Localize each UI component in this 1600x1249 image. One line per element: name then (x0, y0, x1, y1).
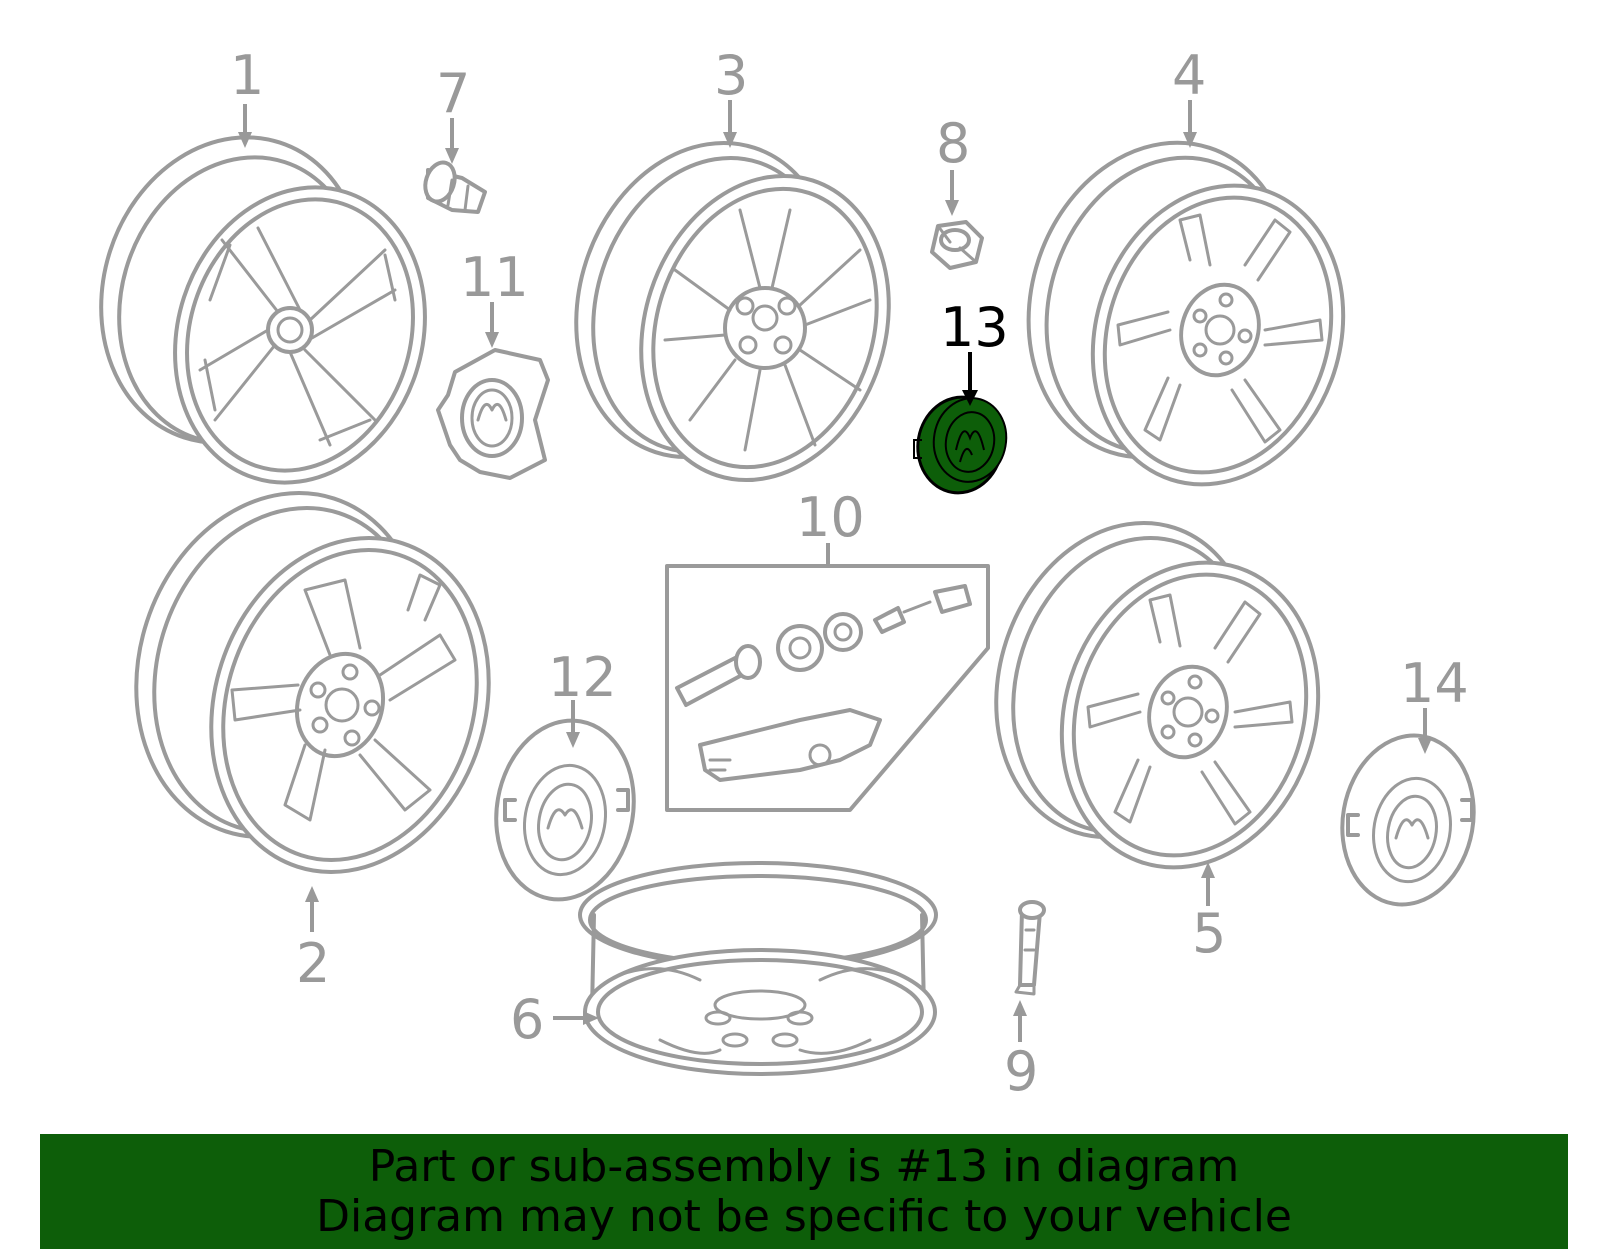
wheel-1[interactable] (62, 103, 462, 515)
callout-label-7: 7 (436, 62, 470, 125)
callout-label-12: 12 (548, 646, 617, 709)
callout-labels: 1 2 3 4 5 6 7 8 9 10 11 12 13 14 (230, 44, 1469, 1103)
callout-label-5: 5 (1192, 902, 1226, 965)
lug-nut-7[interactable] (421, 159, 487, 214)
callout-label-2: 2 (296, 932, 330, 995)
callout-label-9: 9 (1004, 1040, 1038, 1103)
notice-banner: Part or sub-assembly is #13 in diagram D… (40, 1134, 1568, 1249)
callout-label-8: 8 (936, 112, 970, 175)
banner-line-part: Part or sub-assembly is #13 in diagram (368, 1141, 1240, 1192)
valve-stem-9[interactable] (1014, 900, 1046, 996)
tpms-kit-10[interactable] (665, 564, 990, 812)
wheel-2[interactable] (93, 455, 531, 908)
center-cap-13-highlighted[interactable] (910, 390, 1012, 499)
center-cap-12[interactable] (482, 710, 647, 911)
callout-label-14: 14 (1400, 652, 1469, 715)
callout-label-11: 11 (460, 246, 529, 309)
callout-label-3: 3 (714, 44, 748, 107)
callout-label-4: 4 (1172, 44, 1206, 107)
callout-label-6: 6 (510, 988, 544, 1051)
banner-line-disclaimer: Diagram may not be specific to your vehi… (316, 1191, 1292, 1242)
nut-8[interactable] (930, 220, 984, 270)
center-cap-14[interactable] (1329, 725, 1487, 915)
wheel-3[interactable] (537, 109, 927, 512)
wheel-4[interactable] (989, 108, 1381, 517)
callout-label-1: 1 (230, 44, 264, 107)
callout-arrows (238, 100, 1432, 1042)
wheel-6-spare[interactable] (578, 861, 938, 1076)
callout-label-13: 13 (940, 296, 1009, 359)
callout-label-10: 10 (796, 486, 865, 549)
center-cap-11[interactable] (436, 348, 550, 480)
wheel-5[interactable] (957, 489, 1357, 901)
